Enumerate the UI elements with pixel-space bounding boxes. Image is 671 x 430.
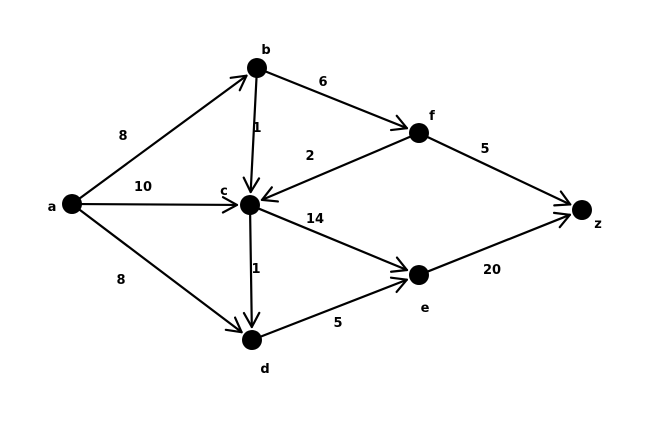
node-label-e: e — [421, 301, 430, 316]
edge-weight-f-c: 2 — [305, 149, 314, 164]
arrow-head — [242, 176, 261, 194]
edge-c-d — [242, 213, 261, 329]
edge-weight-a-b: 8 — [118, 129, 127, 144]
node-d — [242, 330, 262, 350]
node-label-b: b — [261, 43, 270, 58]
edge-line — [260, 278, 408, 338]
edge-line — [249, 76, 258, 194]
arrow-head — [389, 114, 409, 132]
edge-weight-c-d: 1 — [251, 262, 260, 277]
edge-line — [258, 207, 409, 272]
edge-d-e — [260, 276, 408, 338]
edge-f-z — [426, 136, 572, 207]
edge-labels-layer: 8 10 8 1 6 2 1 14 5 20 5 — [116, 75, 501, 331]
arrow-head — [224, 316, 243, 334]
arrow-head — [552, 211, 572, 229]
edge-line — [80, 202, 239, 207]
node-b — [247, 58, 267, 78]
edge-b-f — [265, 70, 409, 132]
edge-weight-e-z: 20 — [483, 263, 501, 278]
edge-weight-c-e: 14 — [306, 212, 324, 227]
node-f — [409, 123, 429, 143]
edge-line — [265, 70, 409, 130]
arrow-head — [229, 74, 248, 92]
edge-b-c — [242, 76, 261, 194]
edge-weight-d-e: 5 — [333, 316, 342, 331]
edge-e-z — [427, 211, 572, 273]
node-labels-layer: a b c d e f z — [48, 43, 602, 377]
arrow-head — [221, 196, 239, 214]
edge-line — [78, 208, 243, 334]
arrow-head — [389, 276, 408, 294]
node-z — [572, 200, 592, 220]
edge-line — [249, 213, 253, 329]
edge-c-e — [258, 207, 409, 273]
edge-a-c — [80, 196, 239, 214]
edges-layer — [78, 70, 572, 338]
arrow-head — [242, 311, 261, 329]
edge-f-c — [260, 135, 411, 203]
node-label-c: c — [220, 184, 228, 199]
edge-line — [426, 136, 572, 206]
edge-weight-a-d: 8 — [116, 273, 125, 288]
node-a — [62, 194, 82, 214]
edge-a-b — [78, 74, 248, 200]
nodes-layer — [62, 58, 592, 350]
edge-line — [427, 213, 572, 273]
node-label-z: z — [594, 217, 602, 232]
edge-weight-a-c: 10 — [134, 180, 152, 195]
edge-weight-b-f: 6 — [318, 75, 327, 90]
node-label-d: d — [260, 362, 269, 377]
node-c — [240, 195, 260, 215]
arrow-head — [389, 256, 409, 273]
edge-line — [260, 135, 411, 202]
edge-weight-b-c: 1 — [252, 121, 261, 136]
node-e — [409, 265, 429, 285]
edge-weight-f-z: 5 — [480, 142, 489, 157]
edge-line — [78, 74, 248, 200]
arrow-head — [553, 190, 572, 207]
node-label-a: a — [48, 200, 57, 215]
arrow-head — [260, 186, 279, 203]
edge-a-d — [78, 208, 243, 334]
node-label-f: f — [429, 109, 435, 124]
